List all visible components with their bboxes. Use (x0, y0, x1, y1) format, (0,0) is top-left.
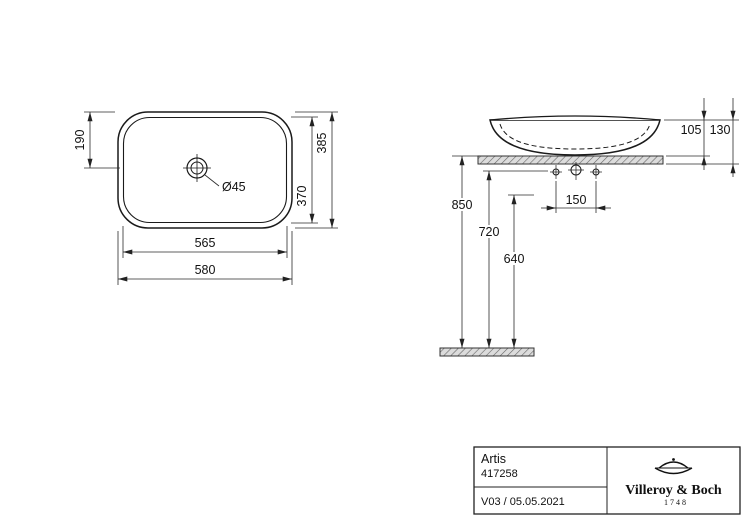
title-block: Artis 417258 V03 / 05.05.2021 Villeroy &… (473, 446, 741, 515)
dim-640-label: 640 (504, 252, 525, 266)
dim-720-label: 720 (479, 225, 500, 239)
dim-850-label: 850 (452, 198, 473, 212)
dim-drain-diameter: Ø45 (204, 174, 246, 194)
dim-105: 105 (664, 98, 739, 170)
mounting-hole-right (590, 165, 602, 179)
dim-385-label: 385 (315, 133, 329, 154)
dim-850: 850 (448, 155, 480, 348)
product-name: Artis (481, 452, 506, 466)
basin-inner-rim (122, 116, 288, 224)
villeroy-boch-logo: Villeroy & Boch 1748 (625, 458, 722, 507)
dim-370: 370 (291, 116, 318, 224)
villeroy-boch-tureen-icon (654, 458, 693, 475)
basin-body (489, 119, 661, 156)
dim-370-label: 370 (295, 186, 309, 207)
dim-190-label: 190 (73, 130, 87, 151)
version-date: V03 / 05.05.2021 (481, 496, 565, 508)
faucet-hole-center (568, 162, 584, 180)
brand-year: 1748 (664, 498, 688, 507)
dim-130-label: 130 (710, 123, 731, 137)
top-view: Ø45 190 385 370 565 (73, 111, 338, 285)
basin-outer-rim (117, 111, 293, 229)
dim-580-label: 580 (195, 263, 216, 277)
front-view: 150 105 130 850 720 (439, 98, 739, 357)
basin-rim (489, 115, 661, 121)
article-number: 417258 (481, 468, 518, 480)
dim-105-label: 105 (681, 123, 702, 137)
drain-hole (183, 154, 211, 182)
dim-130: 130 (666, 98, 739, 177)
basin-inner-contour (499, 123, 651, 150)
brand-name: Villeroy & Boch (625, 483, 722, 498)
dim-190: 190 (73, 111, 120, 169)
dim-580: 580 (117, 231, 293, 285)
drain-diameter-label: Ø45 (222, 180, 246, 194)
dim-565-label: 565 (195, 236, 216, 250)
floor (439, 347, 535, 357)
dim-385: 385 (295, 111, 338, 229)
mounting-hole-left (550, 165, 562, 179)
dim-640: 640 (500, 194, 534, 348)
countertop (477, 155, 664, 165)
dim-720: 720 (475, 170, 548, 348)
dim-565: 565 (122, 226, 288, 258)
faucet-holes (550, 162, 602, 180)
dim-150-label: 150 (566, 193, 587, 207)
dim-150: 150 (541, 181, 611, 213)
